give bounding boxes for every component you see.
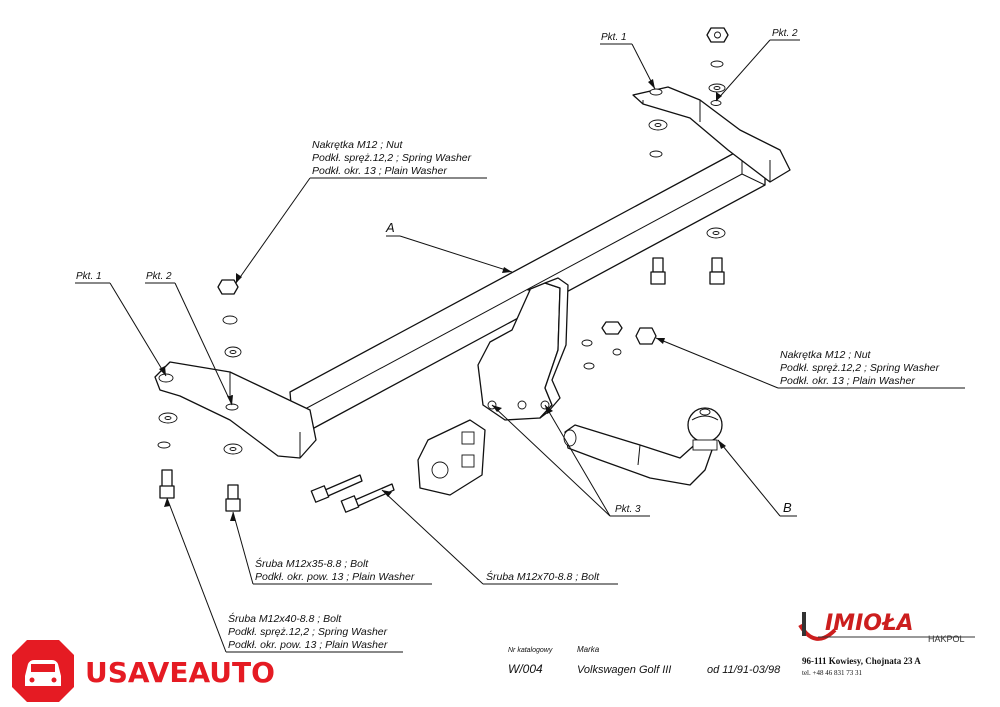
brand-sub: HAKPOL [928,634,965,644]
nut-right-line-1: Nakrętka M12 ; Nut [780,349,872,361]
watermark-text: USAVEAUTO [85,656,275,689]
imiola-logo: IMIOŁA HAKPOL [798,611,975,644]
nut-top-line-3: Podkł. okr. 13 ; Plain Washer [312,165,447,177]
bolt35-line-1: Śruba M12x35-8.8 ; Bolt [255,557,369,570]
bolt40-line-3: Podkł. okr. pow. 13 ; Plain Washer [228,639,388,651]
catalog-nr-label: Nr katalogowy [508,647,553,654]
tow-ball-arm [563,407,723,486]
usaveauto-watermark: USAVEAUTO [12,640,275,702]
pkt2-top-label: Pkt. 2 [772,28,798,39]
nut-icon [217,279,657,345]
ball-mount-plate [477,277,569,421]
nut-right-line-3: Podkł. okr. 13 ; Plain Washer [780,375,915,387]
bolt35-line-2: Podkł. okr. pow. 13 ; Plain Washer [255,571,415,583]
brand-phone: tel. +48 46 831 73 31 [802,669,862,677]
bolt70-line-1: Śruba M12x70-8.8 ; Bolt [486,570,600,583]
catalog-marka-value: Volkswagen Golf III [577,664,671,676]
bracket-left [154,361,317,459]
pkt1-left-label: Pkt. 1 [76,271,102,282]
socket-plate [417,419,486,496]
part-b-label: B [783,500,792,515]
catalog-nr-value: W/004 [508,662,543,676]
pkt2-left-label: Pkt. 2 [146,271,172,282]
nut-top-line-2: Podkł. spręż.12,2 ; Spring Washer [312,152,472,164]
car-icon [25,660,61,686]
bolt-icon [159,257,725,513]
brand-address: 96-111 Kowiesy, Chojnata 23 A [802,656,921,666]
leader-lines [75,39,965,653]
leader-arrowheads [159,79,726,521]
catalog-marka-label: Marka [577,645,600,654]
catalog-date: od 11/91-03/98 [707,664,781,676]
nut-icon [706,27,729,43]
part-a-label: A [385,220,395,235]
bracket-right [632,86,791,183]
pkt3-label: Pkt. 3 [615,504,641,515]
brand-name: IMIOŁA [825,611,914,636]
nut-right-line-2: Podkł. spręż.12,2 ; Spring Washer [780,362,940,374]
pkt1-top-label: Pkt. 1 [601,32,627,43]
bolt40-line-1: Śruba M12x40-8.8 ; Bolt [228,612,342,625]
nut-top-line-1: Nakrętka M12 ; Nut [312,139,404,151]
bolt40-line-2: Podkł. spręż.12,2 ; Spring Washer [228,626,388,638]
